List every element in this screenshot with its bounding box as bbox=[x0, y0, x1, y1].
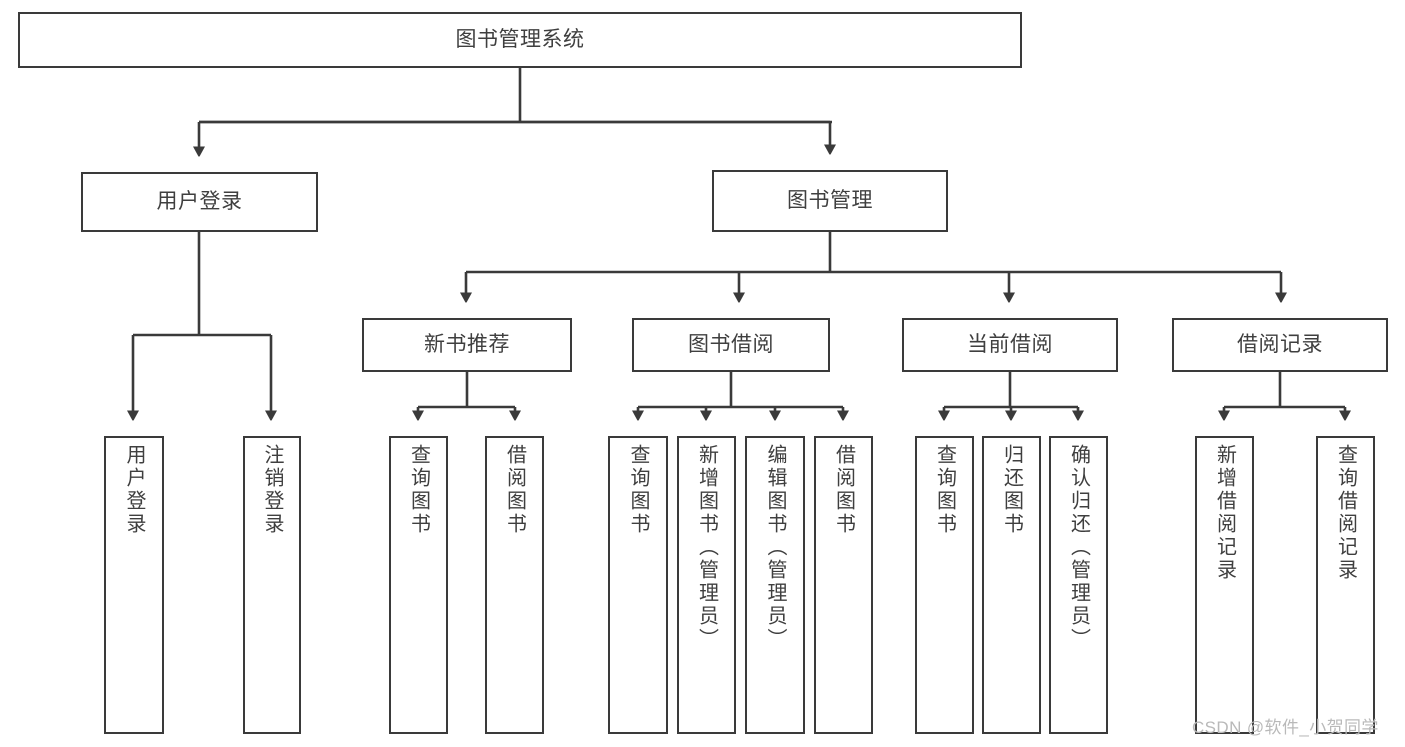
node-borrow-record[interactable]: 借阅记录 bbox=[1172, 318, 1388, 372]
node-leaf-logout[interactable]: 注销登录 bbox=[243, 436, 301, 734]
node-leaf-confirm-return-label: 确认归还（管理员） bbox=[1067, 444, 1090, 651]
node-leaf-query-book-3[interactable]: 查询图书 bbox=[915, 436, 974, 734]
node-leaf-user-login-label: 用户登录 bbox=[123, 444, 145, 536]
node-leaf-borrow-book-2[interactable]: 借阅图书 bbox=[814, 436, 873, 734]
node-leaf-add-book[interactable]: 新增图书（管理员） bbox=[677, 436, 736, 734]
node-book-borrow[interactable]: 图书借阅 bbox=[632, 318, 830, 372]
node-leaf-logout-label: 注销登录 bbox=[261, 444, 283, 536]
node-borrow-record-label: 借阅记录 bbox=[1237, 333, 1323, 357]
node-leaf-confirm-return[interactable]: 确认归还（管理员） bbox=[1049, 436, 1108, 734]
node-leaf-user-login[interactable]: 用户登录 bbox=[104, 436, 164, 734]
node-leaf-borrow-book-1-label: 借阅图书 bbox=[503, 444, 526, 536]
node-leaf-query-book-1-label: 查询图书 bbox=[407, 444, 430, 536]
node-leaf-return-book[interactable]: 归还图书 bbox=[982, 436, 1041, 734]
node-current-borrow[interactable]: 当前借阅 bbox=[902, 318, 1118, 372]
node-leaf-query-record-label: 查询借阅记录 bbox=[1334, 444, 1357, 582]
node-new-book-recommend-label: 新书推荐 bbox=[424, 333, 510, 357]
node-leaf-return-book-label: 归还图书 bbox=[1000, 444, 1023, 536]
node-book-manage-label: 图书管理 bbox=[787, 189, 873, 213]
node-leaf-query-book-3-label: 查询图书 bbox=[933, 444, 956, 536]
node-user-login-label: 用户登录 bbox=[156, 190, 243, 214]
node-leaf-add-record[interactable]: 新增借阅记录 bbox=[1195, 436, 1254, 734]
node-leaf-borrow-book-1[interactable]: 借阅图书 bbox=[485, 436, 544, 734]
node-leaf-query-record[interactable]: 查询借阅记录 bbox=[1316, 436, 1375, 734]
node-current-borrow-label: 当前借阅 bbox=[967, 333, 1053, 357]
node-leaf-add-record-label: 新增借阅记录 bbox=[1213, 444, 1236, 582]
node-leaf-query-book-2-label: 查询图书 bbox=[627, 444, 649, 536]
node-leaf-add-book-label: 新增图书（管理员） bbox=[695, 444, 718, 651]
node-book-borrow-label: 图书借阅 bbox=[688, 333, 774, 357]
watermark: CSDN @软件_小贺同学 bbox=[1192, 718, 1379, 737]
node-user-login[interactable]: 用户登录 bbox=[81, 172, 318, 232]
node-leaf-query-book-1[interactable]: 查询图书 bbox=[389, 436, 448, 734]
node-leaf-query-book-2[interactable]: 查询图书 bbox=[608, 436, 668, 734]
node-root-label: 图书管理系统 bbox=[455, 28, 585, 52]
node-root[interactable]: 图书管理系统 bbox=[18, 12, 1022, 68]
node-new-book-recommend[interactable]: 新书推荐 bbox=[362, 318, 572, 372]
node-leaf-borrow-book-2-label: 借阅图书 bbox=[832, 444, 855, 536]
node-leaf-edit-book-label: 编辑图书（管理员） bbox=[764, 444, 786, 651]
node-book-manage[interactable]: 图书管理 bbox=[712, 170, 948, 232]
node-leaf-edit-book[interactable]: 编辑图书（管理员） bbox=[745, 436, 805, 734]
